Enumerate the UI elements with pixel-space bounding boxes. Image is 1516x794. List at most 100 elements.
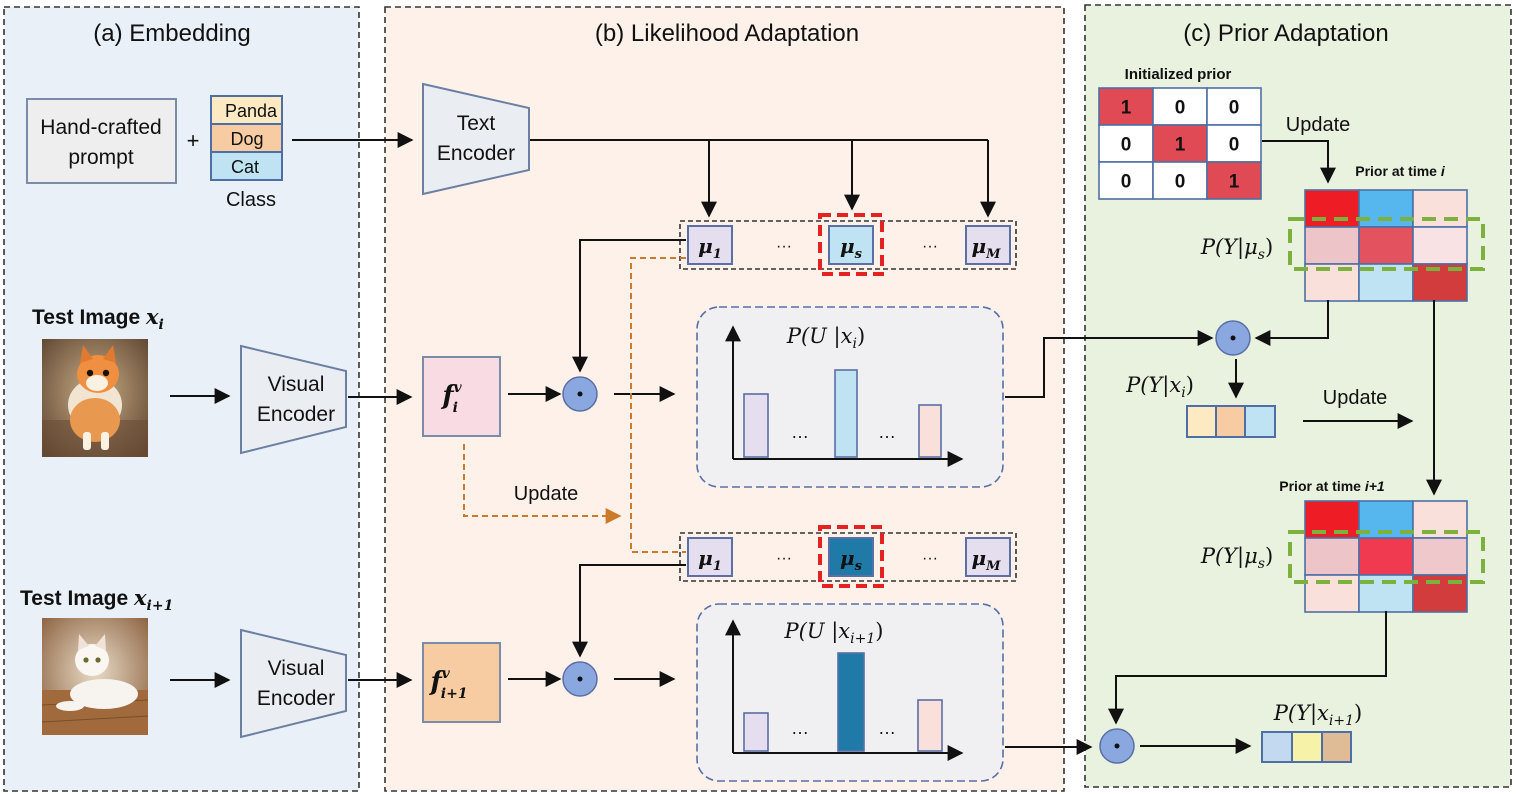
prompt-line1: Hand-crafted bbox=[40, 116, 161, 139]
text-encoder-shape bbox=[422, 82, 530, 196]
prototype-row-1-muM-cell bbox=[965, 225, 1011, 265]
matrix-cell bbox=[1412, 226, 1468, 265]
matrix-cell-value: 0 bbox=[1121, 172, 1132, 193]
arrow-prior-i-to-dot bbox=[1254, 300, 1329, 346]
panel-a-title: (a) Embedding bbox=[93, 20, 250, 47]
likelihood-2-dots-a: … bbox=[791, 718, 809, 738]
dot-product-2-symbol bbox=[577, 676, 583, 682]
prior-matrix-time-i bbox=[1304, 189, 1468, 302]
likelihood-2-bars bbox=[743, 652, 943, 752]
likelihood-bar-2 bbox=[917, 699, 943, 752]
test-image-1-label: Test Image xi bbox=[32, 304, 164, 333]
class-dog: Dog bbox=[230, 129, 263, 149]
initialized-prior-title: Initialized prior bbox=[1125, 66, 1232, 83]
prompt-box bbox=[26, 98, 177, 184]
prototype-row-2-mu1: μ1 bbox=[698, 546, 722, 574]
matrix-cell bbox=[1358, 189, 1414, 228]
likelihood-1-dots-b: … bbox=[878, 422, 896, 442]
arrow-likelihood1-to-dot-c bbox=[1005, 330, 1214, 398]
arrow-prototypes2-to-dot bbox=[572, 564, 686, 658]
class-cat-cell bbox=[210, 151, 283, 181]
matrix-cell bbox=[1206, 87, 1262, 126]
dot-product-1-symbol bbox=[577, 391, 583, 397]
posterior-i1-vector bbox=[1261, 731, 1352, 763]
class-dog-cell bbox=[210, 123, 283, 153]
prototype-row-1-mu1: μ1 bbox=[698, 234, 722, 262]
posterior-i1-label: P(Y|xi+1) bbox=[1273, 701, 1362, 729]
panel-c-box bbox=[1084, 4, 1512, 788]
class-label: Class bbox=[226, 189, 276, 211]
matrix-cell-value: 0 bbox=[1121, 135, 1132, 156]
matrix-cell-value: 1 bbox=[1229, 172, 1240, 193]
matrix-cell bbox=[1304, 537, 1360, 576]
update-label-c2: Update bbox=[1323, 387, 1388, 409]
update-dashed-path bbox=[463, 444, 622, 524]
prototype-row-2-mus-cell bbox=[828, 537, 874, 577]
panel-b-title: (b) Likelihood Adaptation bbox=[595, 20, 859, 47]
prototype-row-1-box bbox=[679, 220, 1017, 270]
matrix-cell bbox=[1152, 161, 1208, 200]
matrix-cell bbox=[1412, 537, 1468, 576]
prototype-row-2-muM: μM bbox=[971, 546, 1001, 574]
prototype-row-1-mu1-cell bbox=[687, 225, 733, 265]
prototype-row-1-muM: μM bbox=[971, 234, 1001, 262]
matrix-cell-value: 1 bbox=[1121, 98, 1132, 119]
test-image-1 bbox=[42, 339, 148, 457]
likelihood-bar-0 bbox=[743, 393, 769, 458]
likelihood-2-label: P(U |xi+1) bbox=[784, 619, 884, 647]
likelihood-1-axes bbox=[725, 325, 964, 467]
matrix-cell bbox=[1098, 124, 1154, 163]
matrix-cell-value: 0 bbox=[1229, 135, 1240, 156]
prototype-row-2-selection-box bbox=[818, 525, 884, 588]
arrow-init-to-prior-i bbox=[1262, 140, 1336, 184]
prior-i-row-label: P(Y|μs) bbox=[1200, 235, 1273, 263]
likelihood-bar-0 bbox=[743, 712, 769, 752]
posterior-i-vector bbox=[1186, 405, 1276, 438]
visual-encoder-1-line2: Encoder bbox=[257, 403, 335, 426]
prototype-row-2-dots-right: ··· bbox=[922, 550, 938, 567]
panel-c-title: (c) Prior Adaptation bbox=[1183, 20, 1388, 47]
dot-product-c1-symbol bbox=[1230, 335, 1236, 341]
visual-encoder-1-line1: Visual bbox=[268, 373, 325, 396]
likelihood-1-bars bbox=[743, 369, 942, 458]
likelihood-bar-1 bbox=[837, 652, 865, 752]
likelihood-2-dots-b: … bbox=[878, 718, 896, 738]
prototype-row-1-mus: μs bbox=[840, 234, 863, 262]
likelihood-2-axes bbox=[725, 619, 964, 761]
prior-i1-row-label: P(Y|μs) bbox=[1200, 544, 1273, 572]
prototype-row-2-dots-left: ··· bbox=[776, 550, 792, 567]
matrix-cell-value: 0 bbox=[1175, 98, 1186, 119]
prototype-row-2-muM-cell bbox=[965, 537, 1011, 577]
arrow-prototypes1-to-dot bbox=[572, 239, 686, 373]
feature-1-box bbox=[422, 356, 501, 437]
matrix-cell bbox=[1304, 189, 1360, 228]
visual-encoder-1-shape bbox=[240, 344, 347, 455]
prior-matrix-time-i1 bbox=[1304, 500, 1468, 613]
prior-time-i1-title: Prior at time i+1 bbox=[1279, 478, 1385, 494]
matrix-cell bbox=[1358, 226, 1414, 265]
class-panda-cell bbox=[210, 95, 283, 125]
arrow-prior-i1-to-final-dot bbox=[1108, 611, 1387, 725]
matrix-cell-value: 0 bbox=[1175, 172, 1186, 193]
visual-encoder-2-line1: Visual bbox=[268, 657, 325, 680]
prototype-row-2-mu1-cell bbox=[687, 537, 733, 577]
prototype-row-2-box bbox=[679, 532, 1017, 582]
matrix-cell bbox=[1358, 537, 1414, 576]
matrix-cell bbox=[1206, 161, 1262, 200]
prototype-row-2-mus: μs bbox=[840, 546, 863, 574]
text-encoder-line2: Encoder bbox=[437, 142, 515, 165]
prototype-row-1-mus-cell bbox=[828, 225, 874, 265]
text-encoder-output-lines bbox=[530, 139, 996, 218]
prior-i1-selection-dashed bbox=[1288, 530, 1485, 584]
update-label-c1: Update bbox=[1286, 114, 1351, 136]
plus-sign: + bbox=[187, 128, 200, 153]
prototype-row-1-dots-left: ··· bbox=[776, 238, 792, 255]
text-encoder-line1: Text bbox=[457, 112, 496, 135]
class-cat: Cat bbox=[231, 157, 259, 177]
likelihood-1-label: P(U |xi) bbox=[786, 324, 865, 352]
matrix-cell bbox=[1412, 500, 1468, 539]
matrix-cell bbox=[1304, 226, 1360, 265]
